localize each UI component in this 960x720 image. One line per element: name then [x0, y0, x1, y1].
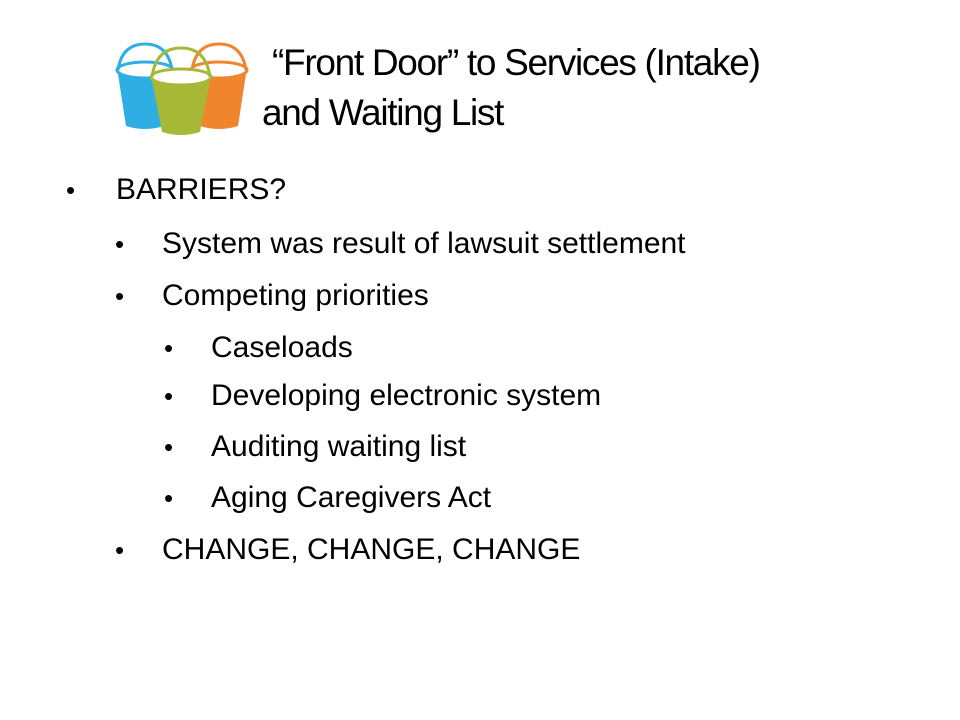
bullet-item-electronic-system: • Developing electronic system [164, 378, 602, 414]
bullet-item-aging-caregivers-act: • Aging Caregivers Act [164, 480, 492, 516]
bullet-item-caseloads: • Caseloads [164, 330, 353, 366]
bullet-item-auditing-waiting-list: • Auditing waiting list [164, 429, 467, 465]
bullet-dot-icon: • [164, 483, 174, 513]
slide-title: “Front Door” to Services (Intake) and Wa… [262, 38, 902, 138]
bullet-dot-icon: • [164, 381, 174, 411]
bullet-text: BARRIERS? [116, 173, 287, 206]
three-baskets-logo-icon [115, 42, 249, 135]
bullet-text: CHANGE, CHANGE, CHANGE [162, 533, 581, 566]
bullet-dot-icon: • [164, 333, 174, 363]
title-line-2: and Waiting List [262, 92, 504, 133]
bullet-item-competing-priorities: • Competing priorities [115, 278, 429, 314]
bullet-text: Developing electronic system [211, 379, 602, 412]
bullet-dot-icon: • [164, 432, 174, 462]
bullet-item-lawsuit: • System was result of lawsuit settlemen… [115, 226, 686, 262]
bullet-dot-icon: • [66, 175, 76, 205]
bullet-text: Competing priorities [162, 279, 429, 312]
bullet-text: Aging Caregivers Act [211, 481, 492, 514]
bullet-text: System was result of lawsuit settlement [162, 227, 686, 260]
bullet-dot-icon: • [115, 281, 125, 311]
title-line-1: “Front Door” to Services (Intake) [272, 42, 761, 83]
bullet-dot-icon: • [115, 229, 125, 259]
bullet-text: Caseloads [211, 331, 353, 364]
bullet-dot-icon: • [115, 535, 125, 565]
bullet-item-change: • CHANGE, CHANGE, CHANGE [115, 532, 581, 568]
bullet-item-barriers: • BARRIERS? [66, 172, 287, 208]
bullet-text: Auditing waiting list [211, 430, 467, 463]
